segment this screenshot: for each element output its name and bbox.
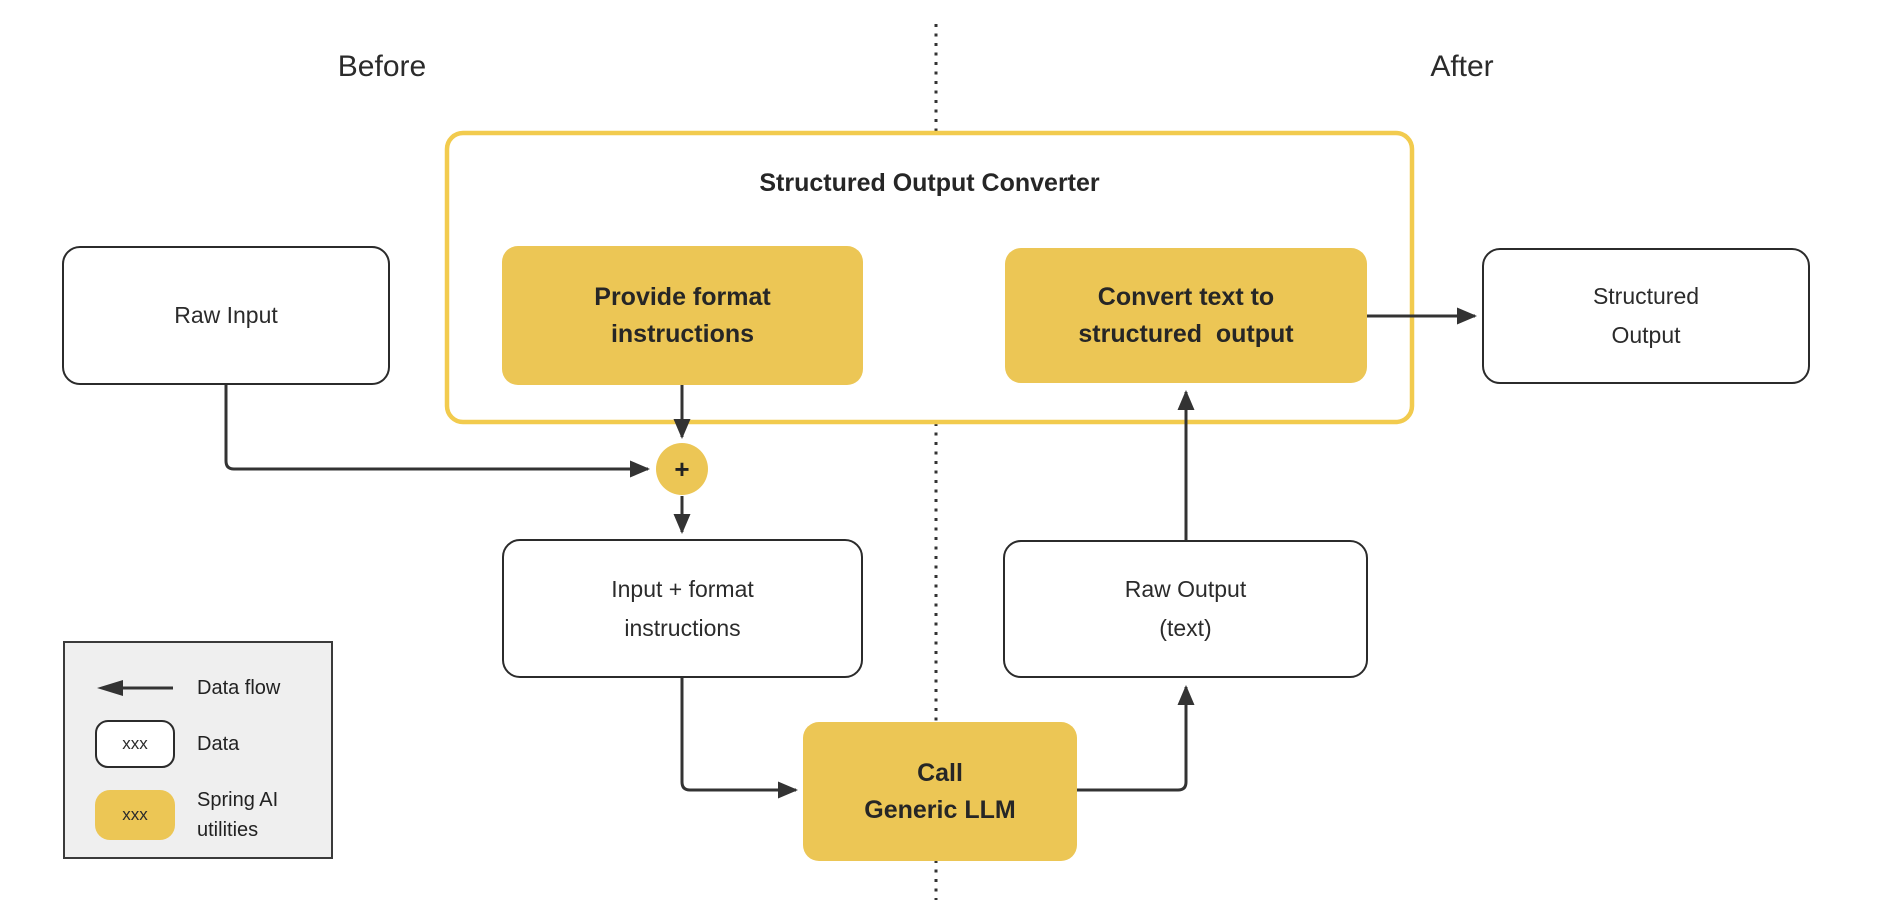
data-flow-arrow-icon (95, 678, 197, 698)
legend-row-data: xxx Data (95, 720, 331, 768)
provide-format-line2: instructions (610, 319, 755, 348)
spring-ai-swatch-text: xxx (122, 805, 148, 824)
plus-icon: + (674, 454, 690, 484)
legend-row-data-flow: Data flow (95, 673, 331, 703)
raw-input-label: Raw Input (174, 302, 278, 328)
after-section-label: After (1430, 50, 1494, 83)
spring-ai-swatch: xxx (95, 790, 175, 840)
legend-row-spring-ai: xxx Spring AI utilities (95, 785, 331, 845)
input-format-line1: Input + format (611, 575, 754, 602)
data-flow-label: Data flow (197, 677, 281, 699)
call-generic-llm-node: Call Generic LLM (803, 722, 1077, 861)
data-swatch-text: xxx (122, 734, 148, 753)
convert-text-node: Convert text to structured output (1005, 248, 1367, 383)
call-llm-line2: Generic LLM (864, 795, 1016, 824)
legend: Data flow xxx Data xxx Spring AI utiliti… (63, 641, 333, 859)
structured-output-converter-title: Structured Output Converter (759, 169, 1100, 197)
plus-junction: + (656, 443, 708, 495)
before-section-label: Before (337, 50, 427, 83)
spring-ai-utilities-label: Spring AI utilities (197, 789, 279, 841)
provide-format-line1: Provide format (594, 282, 771, 311)
arrow-call-llm-to-raw-output (1077, 685, 1195, 792)
structured-output-line2: Output (1611, 322, 1681, 348)
provide-format-instructions-node: Provide format instructions (502, 246, 863, 385)
raw-input-node: Raw Input (62, 246, 390, 385)
convert-text-line1: Convert text to (1097, 282, 1275, 311)
data-swatch: xxx (95, 720, 175, 768)
raw-output-line2: (text) (1159, 615, 1212, 641)
structured-output-node: Structured Output (1482, 248, 1810, 384)
arrow-raw-input-to-plus (224, 385, 650, 478)
raw-output-node: Raw Output (text) (1003, 540, 1368, 678)
convert-text-line2: structured output (1078, 319, 1294, 348)
structured-output-line1: Structured (1592, 283, 1700, 309)
raw-output-line1: Raw Output (1124, 576, 1247, 602)
input-format-line2: instructions (624, 614, 741, 641)
arrow-input-format-to-call-llm (680, 678, 798, 799)
input-format-instructions-node: Input + format instructions (502, 539, 863, 678)
data-label: Data (197, 733, 240, 755)
call-llm-line1: Call (917, 758, 963, 787)
